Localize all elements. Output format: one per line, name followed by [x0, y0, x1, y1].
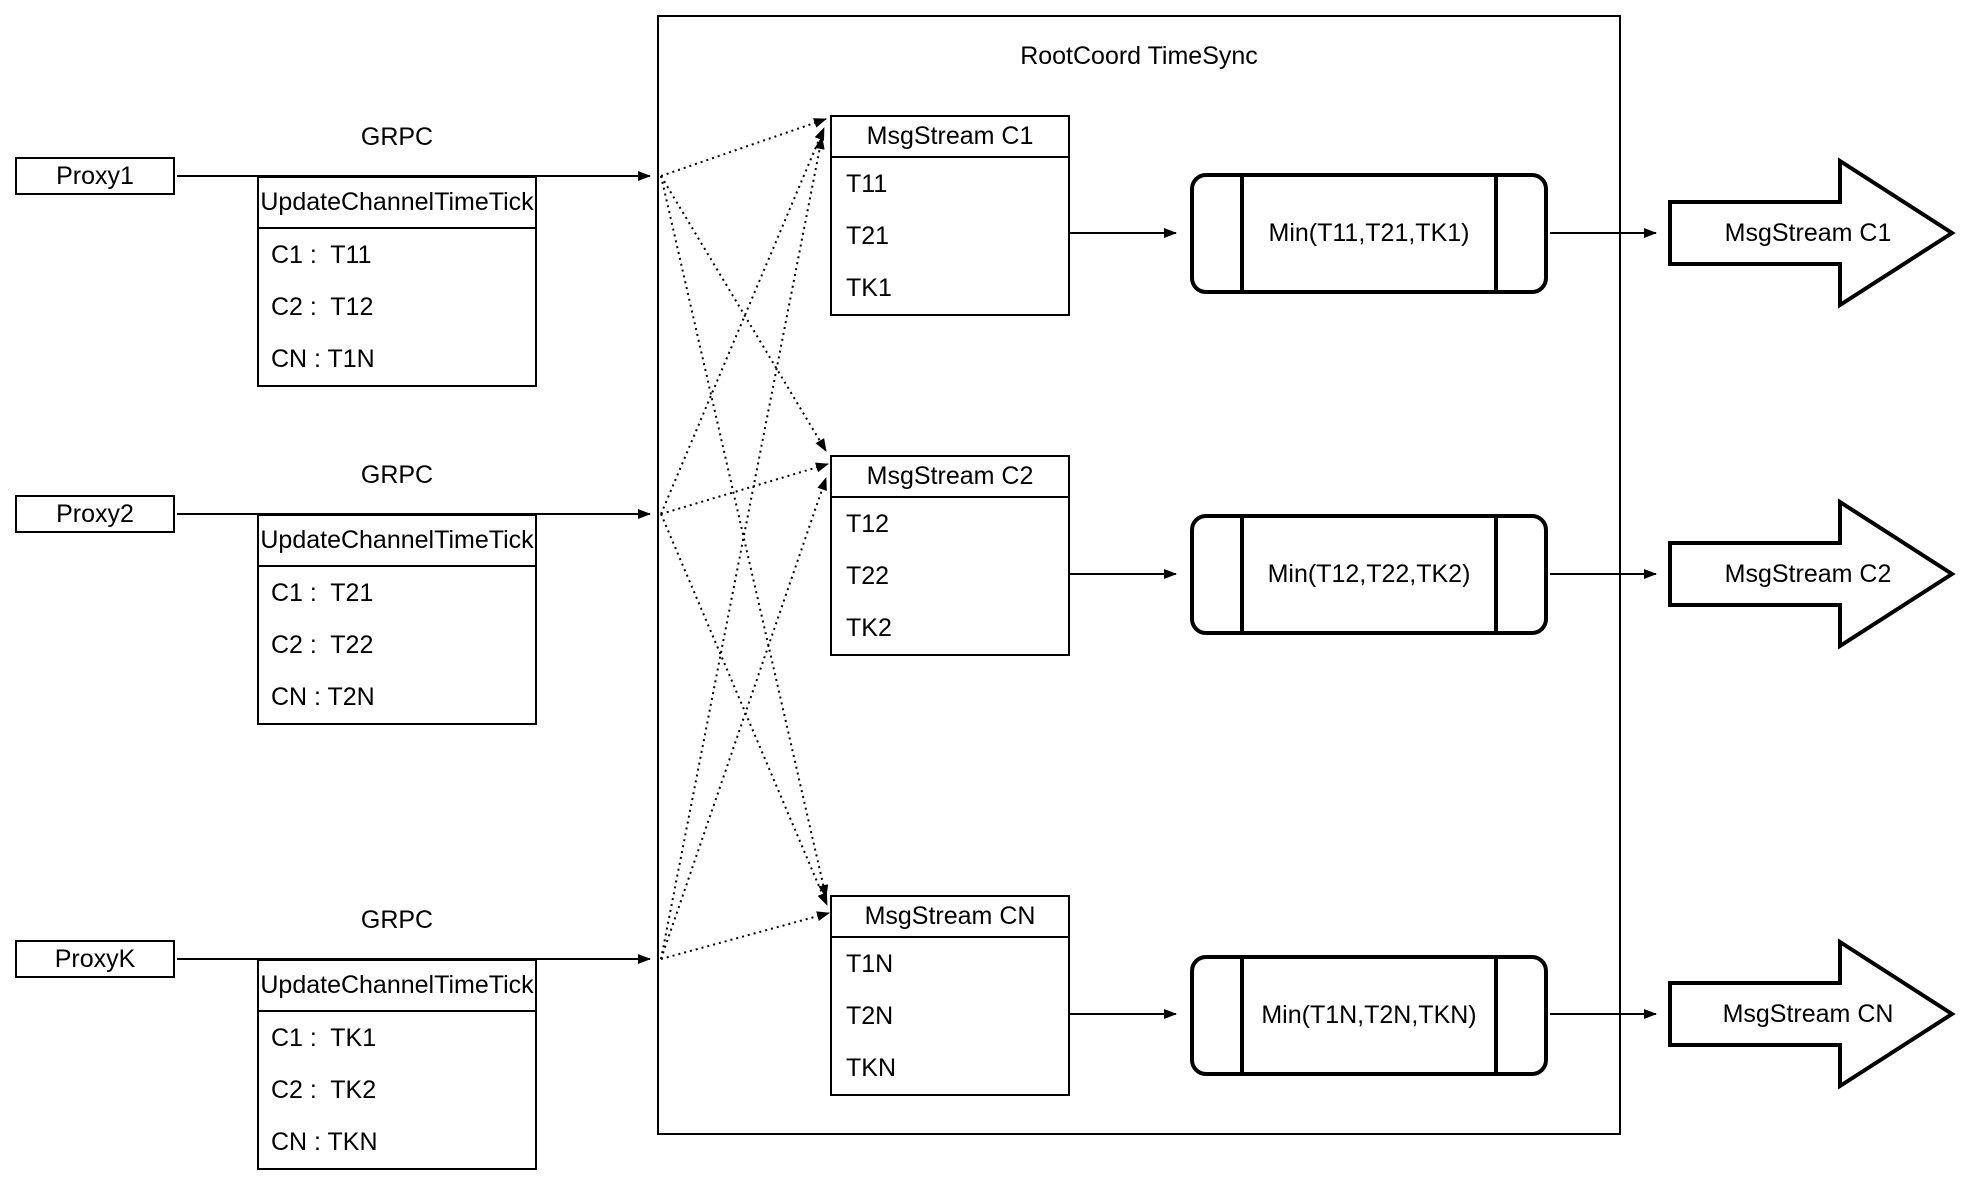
timestamp-cell: T12 — [846, 509, 890, 538]
table-row: C1 : TK1 — [271, 1023, 377, 1052]
update-channel-timetick-table: UpdateChannelTimeTick C1 : T21 C2 : T22 … — [257, 514, 537, 725]
output-stream-label: MsgStream C2 — [1724, 560, 1892, 588]
min-expression: Min(T11,T21,TK1) — [1268, 219, 1470, 247]
timestamp-cell: T11 — [846, 169, 888, 198]
msgstream-table: MsgStream C1 T11 T21 TK1 — [830, 115, 1070, 316]
grpc-label: GRPC — [360, 123, 434, 151]
grpc-label: GRPC — [360, 906, 434, 934]
table-header: UpdateChannelTimeTick — [259, 178, 535, 229]
output-stream-label: MsgStream CN — [1722, 1000, 1894, 1028]
queue-cap-right — [1494, 177, 1498, 290]
min-expression: Min(T12,T22,TK2) — [1267, 560, 1471, 588]
timestamp-cell: T2N — [846, 1001, 894, 1030]
table-row: C2 : T22 — [271, 630, 374, 659]
table-row: C2 : TK2 — [271, 1075, 377, 1104]
timestamp-cell: TK2 — [846, 613, 892, 642]
proxy-label: ProxyK — [54, 944, 136, 973]
timestamp-cell: T21 — [846, 221, 890, 250]
msgstream-table: MsgStream C2 T12 T22 TK2 — [830, 455, 1070, 656]
grpc-label: GRPC — [360, 461, 434, 489]
queue-cap-left — [1240, 177, 1244, 290]
proxy-box: Proxy2 — [15, 495, 175, 533]
table-header: UpdateChannelTimeTick — [259, 961, 535, 1012]
table-row: CN : T1N — [271, 344, 375, 373]
table-header: UpdateChannelTimeTick — [259, 516, 535, 567]
msgstream-table-header: MsgStream C2 — [832, 457, 1068, 498]
table-row: CN : T2N — [271, 682, 375, 711]
timestamp-cell: T22 — [846, 561, 890, 590]
queue-cap-left — [1240, 518, 1244, 631]
proxy-label: Proxy2 — [56, 499, 134, 528]
table-row: C1 : T11 — [271, 240, 372, 269]
update-channel-timetick-table: UpdateChannelTimeTick C1 : TK1 C2 : TK2 … — [257, 959, 537, 1170]
table-row: C2 : T12 — [271, 292, 374, 321]
queue-cap-right — [1494, 959, 1498, 1072]
msgstream-table-header: MsgStream CN — [832, 897, 1068, 938]
min-expression: Min(T1N,T2N,TKN) — [1261, 1001, 1477, 1029]
msgstream-table-header: MsgStream C1 — [832, 117, 1068, 158]
timestamp-cell: TK1 — [846, 273, 892, 302]
output-stream-label: MsgStream C1 — [1724, 219, 1892, 247]
queue-cap-left — [1240, 959, 1244, 1072]
proxy-label: Proxy1 — [56, 161, 134, 190]
timestamp-cell: T1N — [846, 949, 894, 978]
rootcoord-timesync-box — [657, 15, 1621, 1135]
timestamp-cell: TKN — [846, 1053, 896, 1082]
proxy-box: ProxyK — [15, 940, 175, 978]
table-row: CN : TKN — [271, 1127, 378, 1156]
min-aggregator-box: Min(T11,T21,TK1) — [1190, 173, 1548, 294]
proxy-box: Proxy1 — [15, 157, 175, 195]
rootcoord-timesync-title: RootCoord TimeSync — [1020, 42, 1258, 70]
min-aggregator-box: Min(T12,T22,TK2) — [1190, 514, 1548, 635]
update-channel-timetick-table: UpdateChannelTimeTick C1 : T11 C2 : T12 … — [257, 176, 537, 387]
msgstream-table: MsgStream CN T1N T2N TKN — [830, 895, 1070, 1096]
queue-cap-right — [1494, 518, 1498, 631]
min-aggregator-box: Min(T1N,T2N,TKN) — [1190, 955, 1548, 1076]
table-row: C1 : T21 — [271, 578, 374, 607]
